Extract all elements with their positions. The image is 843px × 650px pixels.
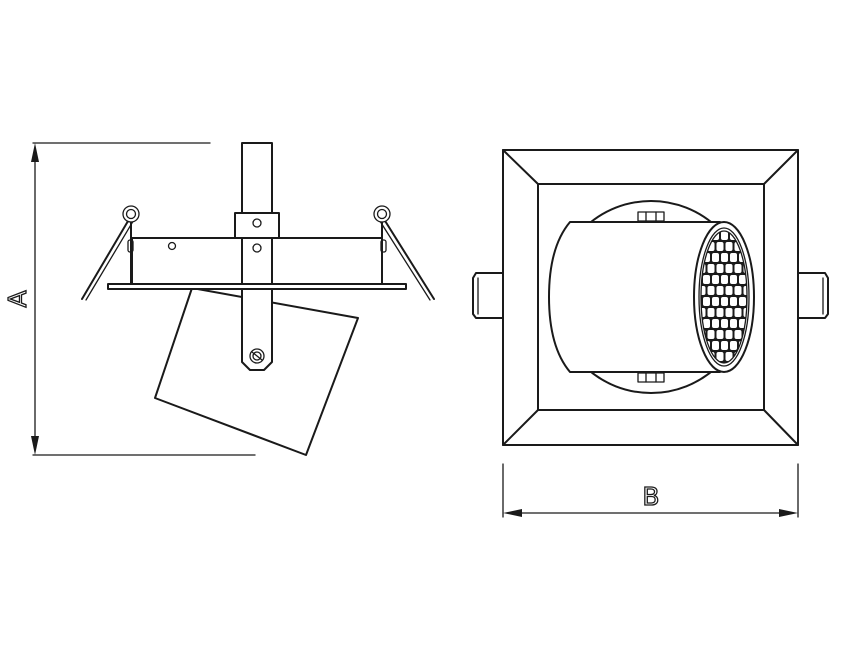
louvre-cell xyxy=(721,253,728,262)
louvre-cell xyxy=(703,319,710,328)
louvre-cell xyxy=(739,275,746,284)
spring-clip-left xyxy=(81,215,132,300)
spring-pivot-right-icon xyxy=(373,205,391,223)
louvre-cell xyxy=(743,286,747,295)
louvre-cell xyxy=(725,330,733,339)
louvre-cell xyxy=(730,253,737,262)
louvre-cell xyxy=(707,264,715,273)
louvre-cell xyxy=(716,264,724,273)
louvre-cell xyxy=(721,297,728,306)
louvre-cell xyxy=(712,253,719,262)
dimension-a-label: A xyxy=(3,290,32,307)
dimension-b-arrow-right xyxy=(779,509,798,517)
dimension-b-arrow-left xyxy=(503,509,522,517)
pivot-screw-bottom xyxy=(637,372,665,383)
louvre-cell xyxy=(721,319,728,328)
housing-hole-left xyxy=(167,241,177,251)
louvre-cell xyxy=(734,330,742,339)
louvre-cell xyxy=(739,297,746,306)
louvre-cell xyxy=(725,264,733,273)
front-view: B xyxy=(472,149,829,518)
louvre-cell xyxy=(703,297,710,306)
louvre-cell xyxy=(707,308,715,317)
louvre-cell xyxy=(730,297,737,306)
bracket-clamp xyxy=(234,212,280,239)
louvre-cell xyxy=(712,275,719,284)
bracket-upper xyxy=(241,142,273,216)
spring-tab-right xyxy=(798,272,829,319)
tilted-lamp-body xyxy=(154,287,359,456)
louvre-cell xyxy=(734,286,742,295)
louvre-cell xyxy=(712,297,719,306)
louvre-cell xyxy=(734,308,742,317)
dimension-a-arrow-top xyxy=(31,143,39,162)
trim-frame-inner xyxy=(537,183,765,411)
louvre-cell xyxy=(716,242,724,251)
side-view: A xyxy=(2,142,435,456)
flange-plate xyxy=(107,283,407,290)
louvre-cell xyxy=(716,352,724,361)
housing-box xyxy=(131,237,383,285)
spring-pivot-left-icon xyxy=(122,205,140,223)
louvre-cell xyxy=(721,341,728,350)
clamp-screw-icon xyxy=(252,218,262,228)
louvre-cell xyxy=(725,286,733,295)
louvre-cell xyxy=(716,286,724,295)
louvre-cell xyxy=(725,352,733,361)
louvre-cell xyxy=(716,330,724,339)
bracket-screw-icon xyxy=(249,348,265,364)
louvre-cell xyxy=(701,286,706,295)
housing-hole-center xyxy=(252,243,262,253)
louvre-cell xyxy=(712,341,719,350)
louvre-cell xyxy=(721,231,728,240)
louvre-cell xyxy=(743,308,747,317)
lamp-cylinder xyxy=(548,221,721,373)
louvre-cell xyxy=(712,319,719,328)
dimension-a-arrow-bottom xyxy=(31,436,39,455)
louvre-cell xyxy=(730,341,737,350)
dimension-b-label: B xyxy=(642,482,659,511)
spring-tab-left xyxy=(472,272,503,319)
louvre-cell xyxy=(725,308,733,317)
louvre-cell xyxy=(730,319,737,328)
louvre-cell xyxy=(734,264,742,273)
louvre-cell xyxy=(716,308,724,317)
spring-clip-right xyxy=(381,215,435,300)
louvre-cell xyxy=(730,275,737,284)
louvre-cell xyxy=(721,275,728,284)
louvre-cell xyxy=(703,275,710,284)
louvre-cell xyxy=(707,286,715,295)
louvre-cell xyxy=(707,330,715,339)
pivot-screw-top xyxy=(637,211,665,222)
lamp-face-rim xyxy=(698,227,750,367)
louvre-cell xyxy=(725,242,733,251)
